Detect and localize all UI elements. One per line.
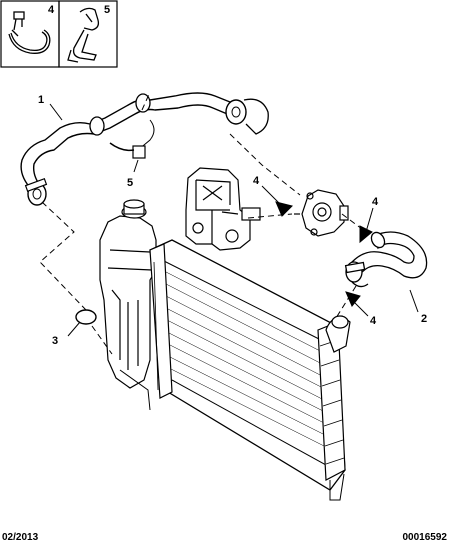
- callout-1: 1: [38, 94, 44, 106]
- legend-box-clamp-number: 4: [48, 4, 55, 16]
- hose-bracket-clip: [109, 142, 135, 152]
- upper-radiator-hose[interactable]: [20, 92, 269, 206]
- callout-4-radiator: 4: [370, 315, 377, 327]
- water-outlet[interactable]: [294, 189, 349, 237]
- legend-box-bracket-number: 5: [104, 4, 110, 16]
- lower-radiator-hose[interactable]: [344, 230, 428, 288]
- thermostat-housing[interactable]: [185, 167, 261, 251]
- callout-4-thermostat: 4: [253, 175, 260, 187]
- footer-date: 02/2013: [2, 532, 39, 543]
- callout-5: 5: [127, 177, 133, 189]
- assembly-guide-lines: [39, 91, 367, 355]
- bracket-icon: [67, 7, 100, 63]
- o-ring-part[interactable]: [75, 309, 97, 325]
- expansion-tank[interactable]: [99, 199, 157, 389]
- callout-4-outlet: 4: [372, 196, 379, 208]
- hose-bracket-part[interactable]: [132, 145, 146, 159]
- callout-3: 3: [52, 335, 58, 347]
- clamp-icon: [8, 11, 51, 54]
- legend-box-clamp[interactable]: 4: [0, 0, 60, 68]
- footer-reference: 00016592: [402, 532, 448, 543]
- callout-2: 2: [421, 313, 427, 325]
- legend-box-bracket[interactable]: 5: [58, 0, 118, 68]
- radiator[interactable]: [119, 239, 351, 501]
- callout-leaders: [49, 103, 419, 337]
